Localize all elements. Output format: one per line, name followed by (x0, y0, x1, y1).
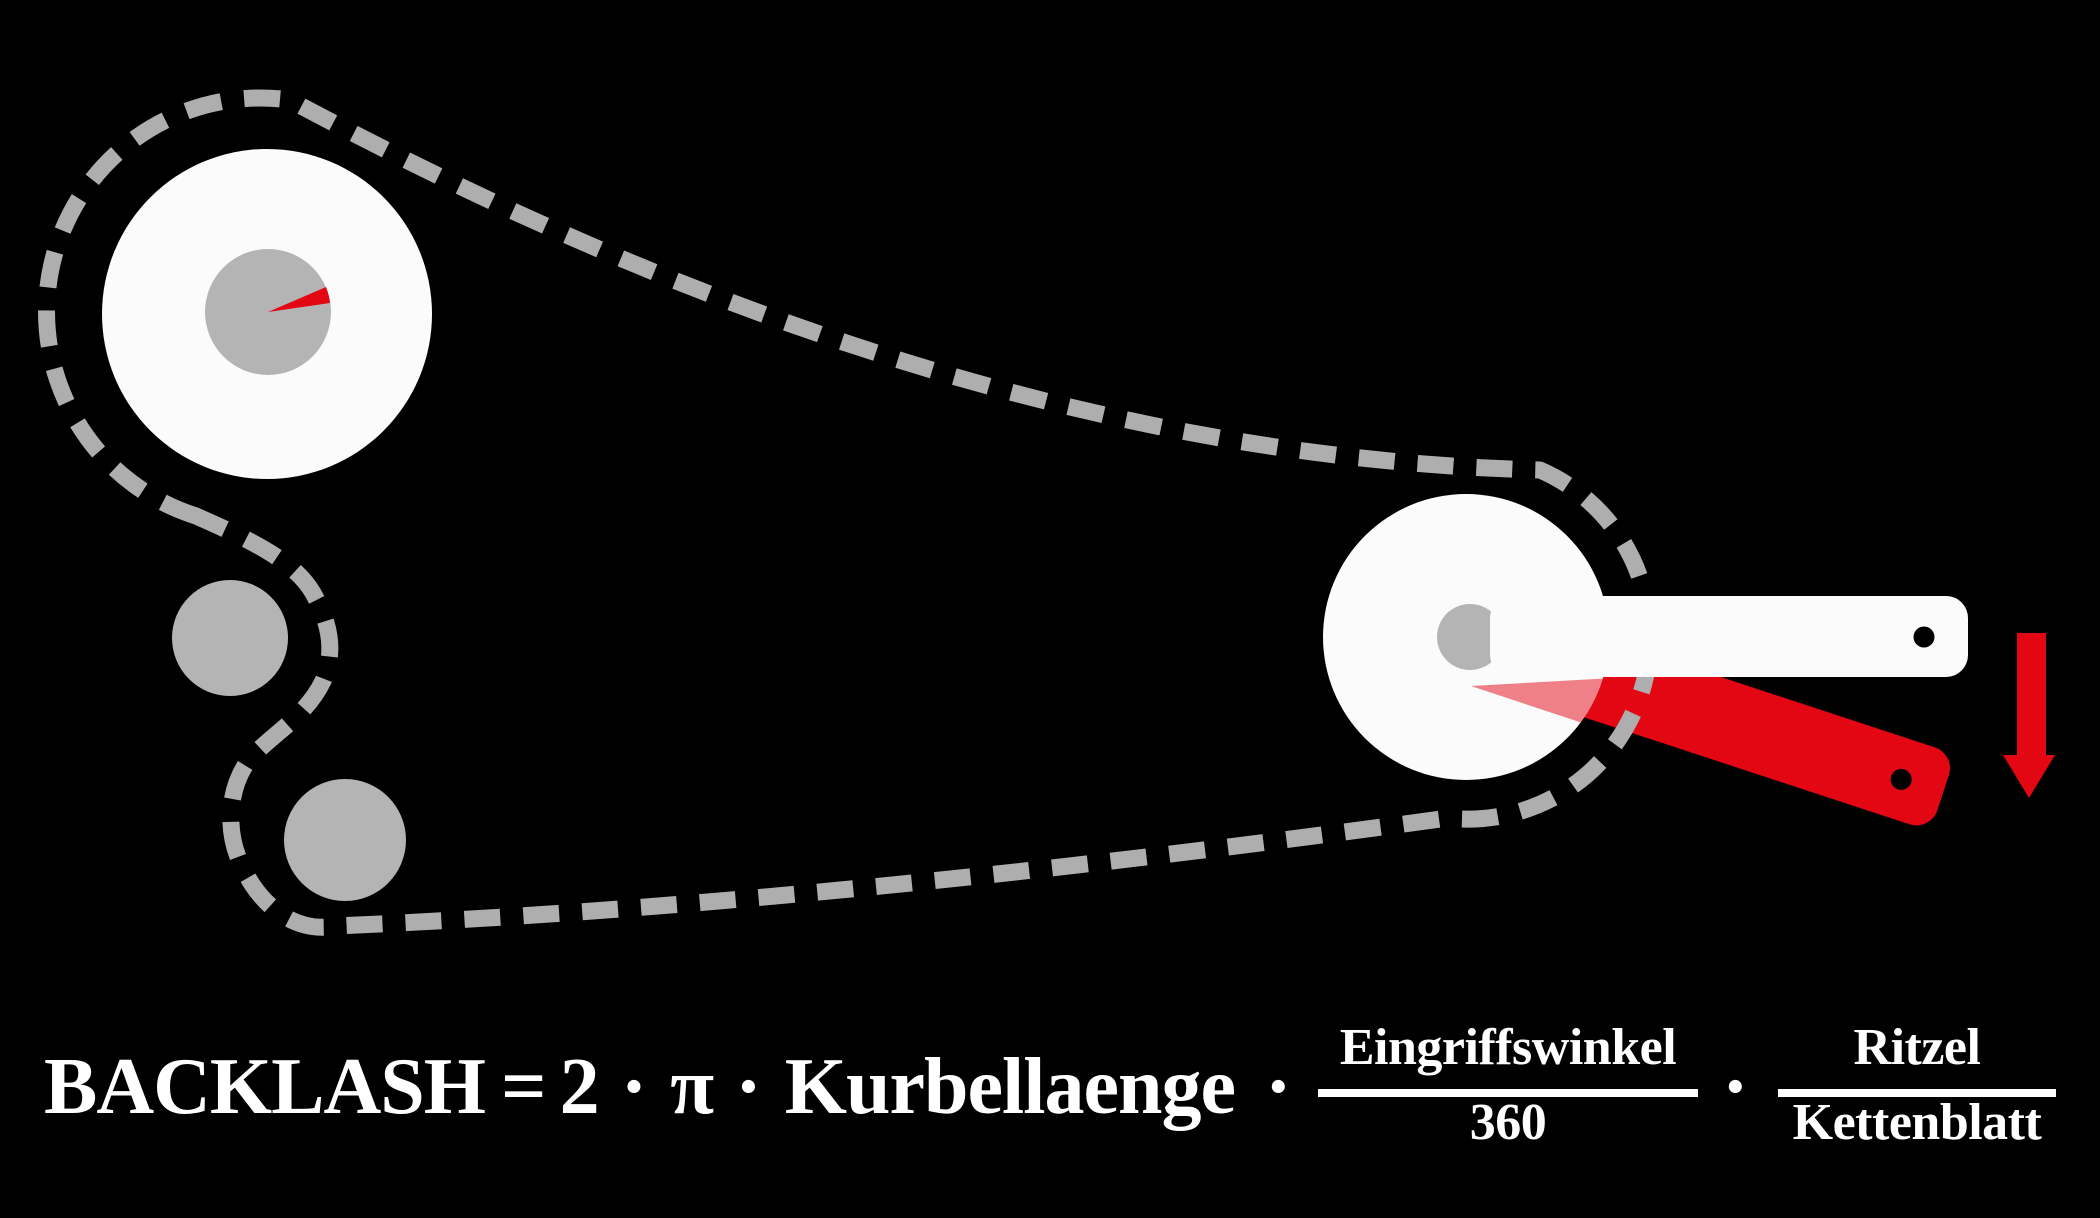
fraction-numerator: Ritzel (1853, 1019, 1981, 1076)
fraction-denominator: Kettenblatt (1792, 1094, 2042, 1151)
jockey-wheel-upper (172, 580, 288, 696)
fraction-bar (1318, 1089, 1698, 1097)
crank-arm-white (1490, 596, 1968, 677)
formula-multiply-dot: · (620, 1043, 648, 1131)
formula-fraction-ritzel-kettenblatt: Ritzel Kettenblatt (1778, 1022, 2056, 1149)
formula-multiply-dot: · (735, 1043, 762, 1131)
formula-factor-2: 2 (559, 1043, 600, 1131)
pedal-hole-red-icon (1890, 768, 1912, 790)
sprocket-backlash-wedge (268, 287, 330, 312)
formula-multiply-dot: · (1264, 1043, 1292, 1131)
cassette-sprocket (102, 149, 432, 479)
fraction-numerator: Eingriffswinkel (1339, 1019, 1677, 1076)
pedal-force-arrow-icon (2003, 633, 2055, 798)
fraction-denominator: 360 (1469, 1094, 1547, 1151)
formula-fraction-eingriffswinkel: Eingriffswinkel 360 (1318, 1022, 1698, 1149)
chain-path (38, 89, 1659, 936)
formula-lhs: BACKLASH (44, 1043, 486, 1131)
formula-main-line: BACKLASH=2·π·Kurbellaenge· (44, 1047, 1292, 1127)
fraction-bar (1778, 1089, 2056, 1097)
jockey-wheel-lower (284, 779, 406, 901)
bottom-bracket-hub (1437, 604, 1503, 670)
formula-pi: π (670, 1043, 714, 1131)
formula-equals: = (500, 1043, 547, 1131)
formula-multiply-dot: · (1722, 1043, 1749, 1131)
pedal-hole-white-icon (1913, 626, 1935, 648)
formula-kurbellaenge: Kurbellaenge (784, 1043, 1236, 1131)
